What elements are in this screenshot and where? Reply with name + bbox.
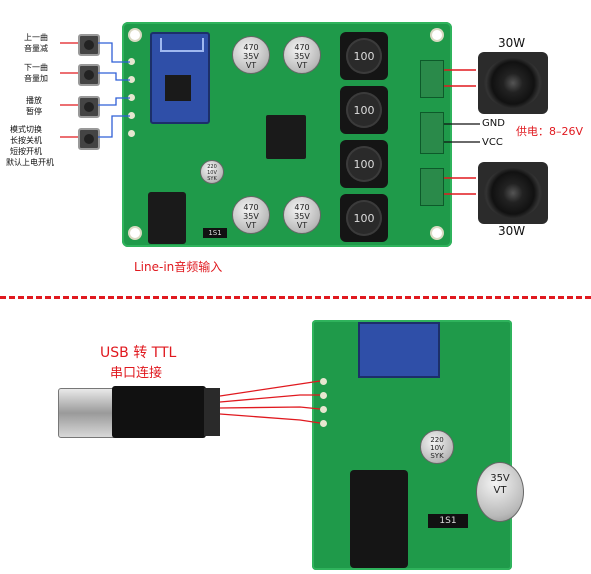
antenna-trace [160,38,204,52]
prev-button-label-1: 上一曲 [24,33,48,42]
header-pin [128,58,135,65]
vcc-label: VCC [482,137,503,148]
inductor: 100 [340,140,388,188]
mount-hole [432,228,442,238]
mode-button[interactable] [78,128,100,150]
usb-header [204,388,220,436]
diode: 1S1 [203,228,227,238]
header-pin [320,392,327,399]
mode-button-label-4: 默认上电开机 [6,158,54,167]
inductor: 100 [340,86,388,134]
inductor: 100 [340,32,388,80]
mode-button-label-3: 短按开机 [10,147,42,156]
usb-ttl-board [112,386,206,438]
section-divider [0,296,591,299]
next-button-label-1: 下一曲 [24,63,48,72]
supply-voltage-label: 供电：8–26V [516,125,584,138]
amplifier-ic [266,115,306,159]
next-button-label-2: 音量加 [24,74,48,83]
prev-button-label-2: 音量减 [24,44,48,53]
diode-zoom: 1S1 [428,514,468,528]
header-pin [320,406,327,413]
module-chip [165,75,191,101]
audio-jack-zoom [350,470,408,568]
usb-subtitle: 串口连接 [110,366,163,381]
speaker-bottom-watt: 30W [498,224,526,238]
speaker-terminal-bottom [420,168,444,206]
usb-title: USB 转 TTL [100,345,177,361]
mount-hole [130,228,140,238]
audio-jack [148,192,186,244]
power-terminal [420,112,444,154]
mount-hole [130,30,140,40]
header-pin [128,94,135,101]
header-pin [128,112,135,119]
mode-button-label-2: 长按关机 [10,136,42,145]
header-pin [128,130,135,137]
speaker-top [478,52,548,114]
header-pin [320,420,327,427]
mode-button-label-1: 模式切换 [10,125,42,134]
prev-volume-down-button[interactable] [78,34,100,56]
play-button-label-2: 暂停 [26,107,42,116]
next-volume-up-button[interactable] [78,64,100,86]
mount-hole [432,30,442,40]
wiring-top [60,42,480,195]
play-pause-button[interactable] [78,96,100,118]
usb-connector [58,388,120,438]
inductor: 100 [340,194,388,242]
speaker-terminal-top [420,60,444,98]
wiring-bottom [219,380,321,424]
header-pin [320,378,327,385]
line-in-label: Line-in音频输入 [134,260,223,274]
play-button-label-1: 播放 [26,96,42,105]
bluetooth-module-zoom [358,322,440,378]
header-pin [128,76,135,83]
speaker-top-watt: 30W [498,36,526,50]
speaker-bottom [478,162,548,224]
gnd-label: GND [482,118,505,129]
